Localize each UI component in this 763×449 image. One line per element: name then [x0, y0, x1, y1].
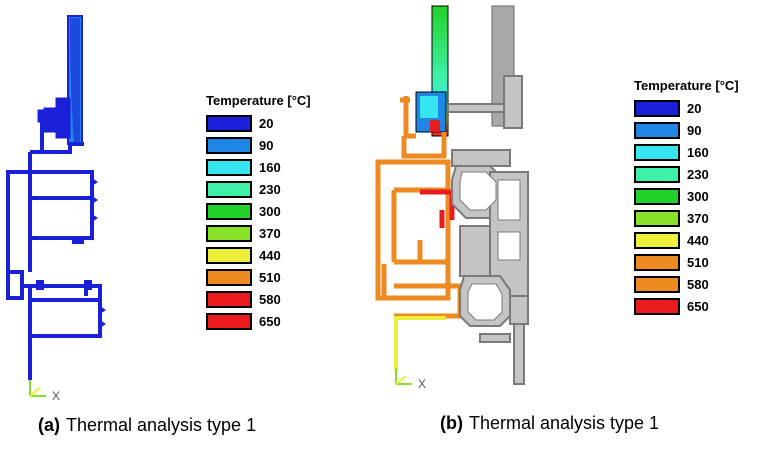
legend-b: Temperature [°C] 20 90 160 230 300 370 4…	[634, 78, 739, 317]
legend-value: 370	[687, 210, 709, 226]
legend-row: 370	[206, 222, 311, 244]
legend-value: 440	[259, 247, 281, 263]
caption-letter-a: (a)	[38, 415, 60, 435]
legend-swatch	[206, 246, 252, 264]
profile-a	[6, 122, 102, 380]
legend-value: 90	[259, 137, 274, 153]
glass-gradient-a	[70, 18, 80, 142]
axis-triad-a	[29, 380, 46, 397]
legend-row: 160	[634, 141, 739, 163]
legend-swatch	[206, 268, 252, 286]
legend-swatch	[634, 143, 680, 161]
legend-row: 510	[634, 251, 739, 273]
legend-value: 650	[259, 313, 281, 329]
sash-hot-b	[430, 120, 440, 132]
legend-a: Temperature [°C] 20 90 160 230 300 370 4…	[206, 93, 311, 332]
axis-x-label-b: X	[418, 377, 426, 391]
legend-row: 20	[634, 97, 739, 119]
legend-row: 580	[206, 288, 311, 310]
legend-value: 510	[259, 269, 281, 285]
legend-value: 580	[259, 291, 281, 307]
profile-a-ribs	[36, 178, 106, 328]
legend-swatch	[634, 99, 680, 117]
legend-row: 20	[206, 112, 311, 134]
sash-inner-b	[420, 96, 438, 118]
legend-value: 300	[259, 203, 281, 219]
legend-row: 580	[634, 273, 739, 295]
legend-row: 440	[206, 244, 311, 266]
legend-row: 160	[206, 156, 311, 178]
legend-value: 300	[687, 188, 709, 204]
panel-b: X Temperature [°C] 20 90 160 230 300 370…	[360, 0, 763, 449]
profile-b-yellow	[394, 316, 446, 370]
legend-value: 370	[259, 225, 281, 241]
legend-value: 510	[687, 254, 709, 270]
profile-b-drawing: X	[375, 5, 529, 391]
legend-value: 90	[687, 122, 702, 138]
legend-swatch	[206, 290, 252, 308]
legend-swatch	[634, 275, 680, 293]
legend-swatch	[206, 114, 252, 132]
legend-swatch	[634, 121, 680, 139]
legend-swatch	[206, 312, 252, 330]
legend-swatch	[206, 202, 252, 220]
legend-row: 230	[634, 163, 739, 185]
legend-value: 160	[687, 144, 709, 160]
legend-swatch	[634, 297, 680, 315]
legend-swatch	[634, 231, 680, 249]
legend-row: 300	[206, 200, 311, 222]
legend-swatch	[634, 209, 680, 227]
panel-a: X Temperature [°C] 20 90 160 230 300 370…	[0, 0, 380, 449]
legend-row: 650	[634, 295, 739, 317]
caption-text-b: Thermal analysis type 1	[468, 413, 660, 433]
legend-title-b: Temperature [°C]	[634, 78, 739, 93]
profile-a-drawing: X	[6, 15, 106, 403]
legend-row: 440	[634, 229, 739, 251]
legend-value: 20	[687, 100, 702, 116]
legend-row: 90	[634, 119, 739, 141]
legend-value: 160	[259, 159, 281, 175]
legend-row: 510	[206, 266, 311, 288]
legend-value: 20	[259, 115, 274, 131]
legend-swatch	[206, 158, 252, 176]
caption-letter-b: (b)	[440, 413, 463, 433]
legend-swatch	[634, 187, 680, 205]
profile-b-gray	[447, 75, 529, 385]
legend-swatch	[206, 224, 252, 242]
axis-x-label-a: X	[52, 389, 60, 403]
legend-value: 580	[687, 276, 709, 292]
legend-swatch	[206, 180, 252, 198]
axis-triad-b	[395, 368, 412, 385]
legend-swatch	[634, 165, 680, 183]
legend-value: 650	[687, 298, 709, 314]
legend-title-a: Temperature [°C]	[206, 93, 311, 108]
legend-swatch	[634, 253, 680, 271]
legend-value: 230	[687, 166, 709, 182]
legend-value: 440	[687, 232, 709, 248]
caption-text-a: Thermal analysis type 1	[66, 415, 257, 435]
legend-row: 650	[206, 310, 311, 332]
profile-b-gray-holes	[459, 171, 521, 321]
legend-row: 230	[206, 178, 311, 200]
legend-swatch	[206, 136, 252, 154]
legend-value: 230	[259, 181, 281, 197]
legend-row: 300	[634, 185, 739, 207]
legend-row: 90	[206, 134, 311, 156]
caption-b: (b)Thermal analysis type 1	[440, 413, 659, 434]
legend-row: 370	[634, 207, 739, 229]
caption-a: (a) Thermal analysis type 1	[38, 415, 256, 436]
